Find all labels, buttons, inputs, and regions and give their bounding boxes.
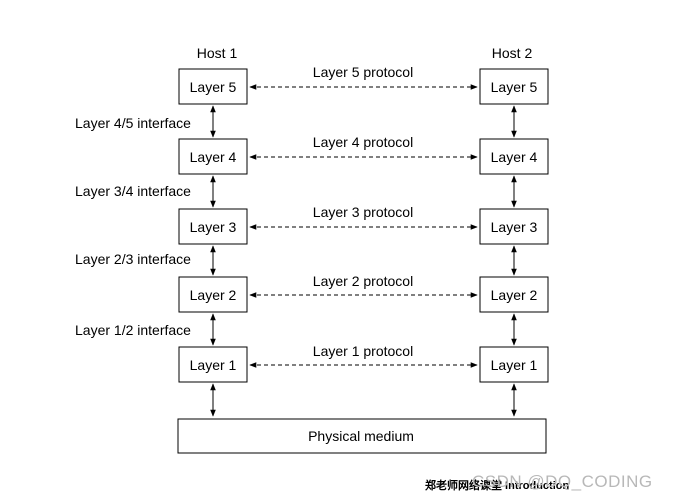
- host-1-layer-1-label: Layer 1: [190, 357, 237, 373]
- host-1-layer-3-label: Layer 3: [190, 219, 237, 235]
- layer-2-protocol-label: Layer 2 protocol: [313, 273, 413, 289]
- host-2-layer-3-label: Layer 3: [491, 219, 538, 235]
- host-1-layer-1-box: [178, 346, 248, 383]
- interface-2-3-label: Layer 2/3 interface: [75, 251, 191, 267]
- host-1-layer-5-box: [178, 68, 248, 105]
- host-1-layer-2-box: [178, 276, 248, 313]
- host-2-layer-1-label: Layer 1: [491, 357, 538, 373]
- host-2-layer-4-label: Layer 4: [491, 149, 538, 165]
- host-2-layer-3-box: [479, 208, 549, 245]
- host-2-stack: Layer 5 Layer 4 Layer 3 Layer 2 Layer 1: [479, 68, 549, 383]
- host-2-layer-2-label: Layer 2: [491, 287, 538, 303]
- host-1-layer-2-label: Layer 2: [190, 287, 237, 303]
- host-1-label: Host 1: [197, 45, 238, 61]
- peer-protocols: Layer 5 protocol Layer 4 protocol Layer …: [249, 64, 478, 368]
- layer-5-protocol-label: Layer 5 protocol: [313, 64, 413, 80]
- host-2-layer-1-box: [479, 346, 549, 383]
- host-2-layer-5-label: Layer 5: [491, 79, 538, 95]
- csdn-watermark: CSDN @DQ_CODING: [472, 472, 653, 491]
- layer-1-protocol-label: Layer 1 protocol: [313, 343, 413, 359]
- host-1-stack: Layer 5 Layer 4 Layer 3 Layer 2 Layer 1: [178, 68, 248, 383]
- footer-caption: 郑老师网络课堂 Introduction: [425, 478, 569, 492]
- layer-3-protocol-label: Layer 3 protocol: [313, 204, 413, 220]
- interface-1-2-label: Layer 1/2 interface: [75, 322, 191, 338]
- host-1-layer-4-box: [178, 138, 248, 175]
- host-1-layer-4-label: Layer 4: [190, 149, 237, 165]
- host-1-layer-5-label: Layer 5: [190, 79, 237, 95]
- layer-4-protocol-label: Layer 4 protocol: [313, 134, 413, 150]
- interface-3-4-label: Layer 3/4 interface: [75, 183, 191, 199]
- physical-medium-box: [177, 418, 547, 454]
- interface-4-5-label: Layer 4/5 interface: [75, 115, 191, 131]
- physical-medium-label: Physical medium: [308, 428, 414, 444]
- host-1-layer-3-box: [178, 208, 248, 245]
- host-2-layer-4-box: [479, 138, 549, 175]
- interface-labels: Layer 4/5 interface Layer 3/4 interface …: [75, 115, 191, 338]
- host-2-label: Host 2: [492, 45, 533, 61]
- host-2-layer-2-box: [479, 276, 549, 313]
- host-2-layer-5-box: [479, 68, 549, 105]
